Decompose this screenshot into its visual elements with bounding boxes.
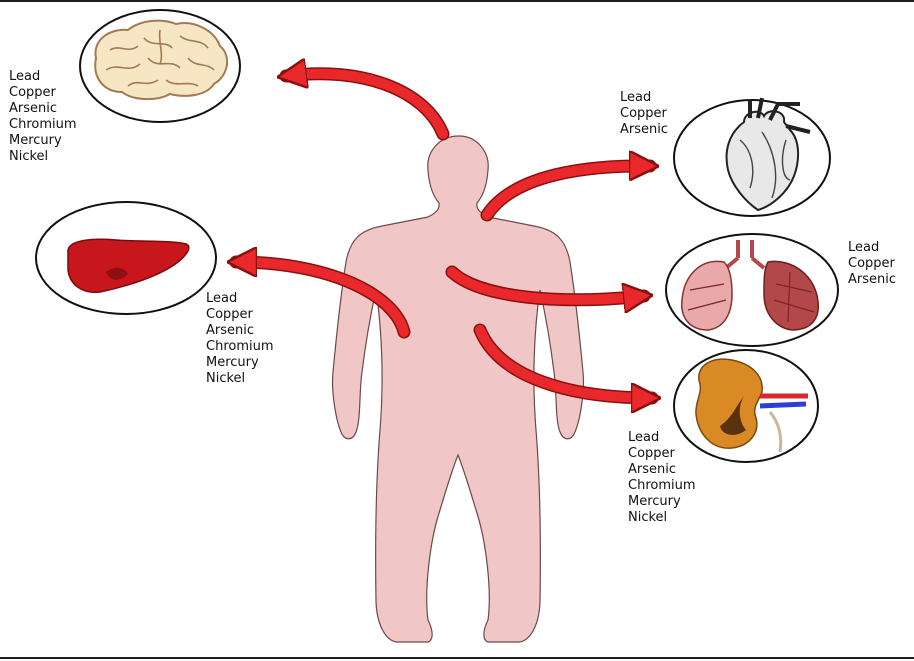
- metal-label: Lead: [206, 291, 274, 307]
- arrow-to-heart: [487, 166, 650, 215]
- metal-label: Mercury: [628, 494, 696, 510]
- arrow-to-brain: [286, 74, 443, 134]
- metal-label: Chromium: [628, 478, 696, 494]
- brain-metal-list: Lead Copper Arsenic Chromium Mercury Nic…: [9, 69, 77, 165]
- top-border: [0, 0, 914, 2]
- brain-icon: [95, 21, 227, 99]
- metal-label: Copper: [9, 85, 77, 101]
- metal-label: Lead: [848, 240, 896, 256]
- metal-label: Arsenic: [628, 462, 696, 478]
- heart-node: [674, 98, 830, 216]
- brain-node: [80, 10, 240, 122]
- metal-label: Mercury: [9, 133, 77, 149]
- kidney-node: [674, 350, 818, 462]
- kidney-metal-list: Lead Copper Arsenic Chromium Mercury Nic…: [628, 430, 696, 526]
- liver-node: [36, 202, 216, 314]
- metal-label: Nickel: [628, 510, 696, 526]
- metal-label: Chromium: [9, 117, 77, 133]
- lungs-node: [666, 234, 838, 346]
- metal-label: Copper: [848, 256, 896, 272]
- metal-label: Chromium: [206, 339, 274, 355]
- metal-label: Lead: [9, 69, 77, 85]
- bottom-border: [0, 657, 914, 659]
- metal-label: Arsenic: [620, 122, 668, 138]
- metal-label: Lead: [620, 90, 668, 106]
- metal-label: Copper: [206, 307, 274, 323]
- liver-metal-list: Lead Copper Arsenic Chromium Mercury Nic…: [206, 291, 274, 387]
- metal-label: Arsenic: [848, 272, 896, 288]
- metal-label: Nickel: [206, 371, 274, 387]
- metal-label: Arsenic: [206, 323, 274, 339]
- metal-label: Copper: [620, 106, 668, 122]
- metal-label: Lead: [628, 430, 696, 446]
- metal-label: Nickel: [9, 149, 77, 165]
- lungs-metal-list: Lead Copper Arsenic: [848, 240, 896, 288]
- metal-label: Arsenic: [9, 101, 77, 117]
- heart-metal-list: Lead Copper Arsenic: [620, 90, 668, 138]
- metal-label: Copper: [628, 446, 696, 462]
- metal-label: Mercury: [206, 355, 274, 371]
